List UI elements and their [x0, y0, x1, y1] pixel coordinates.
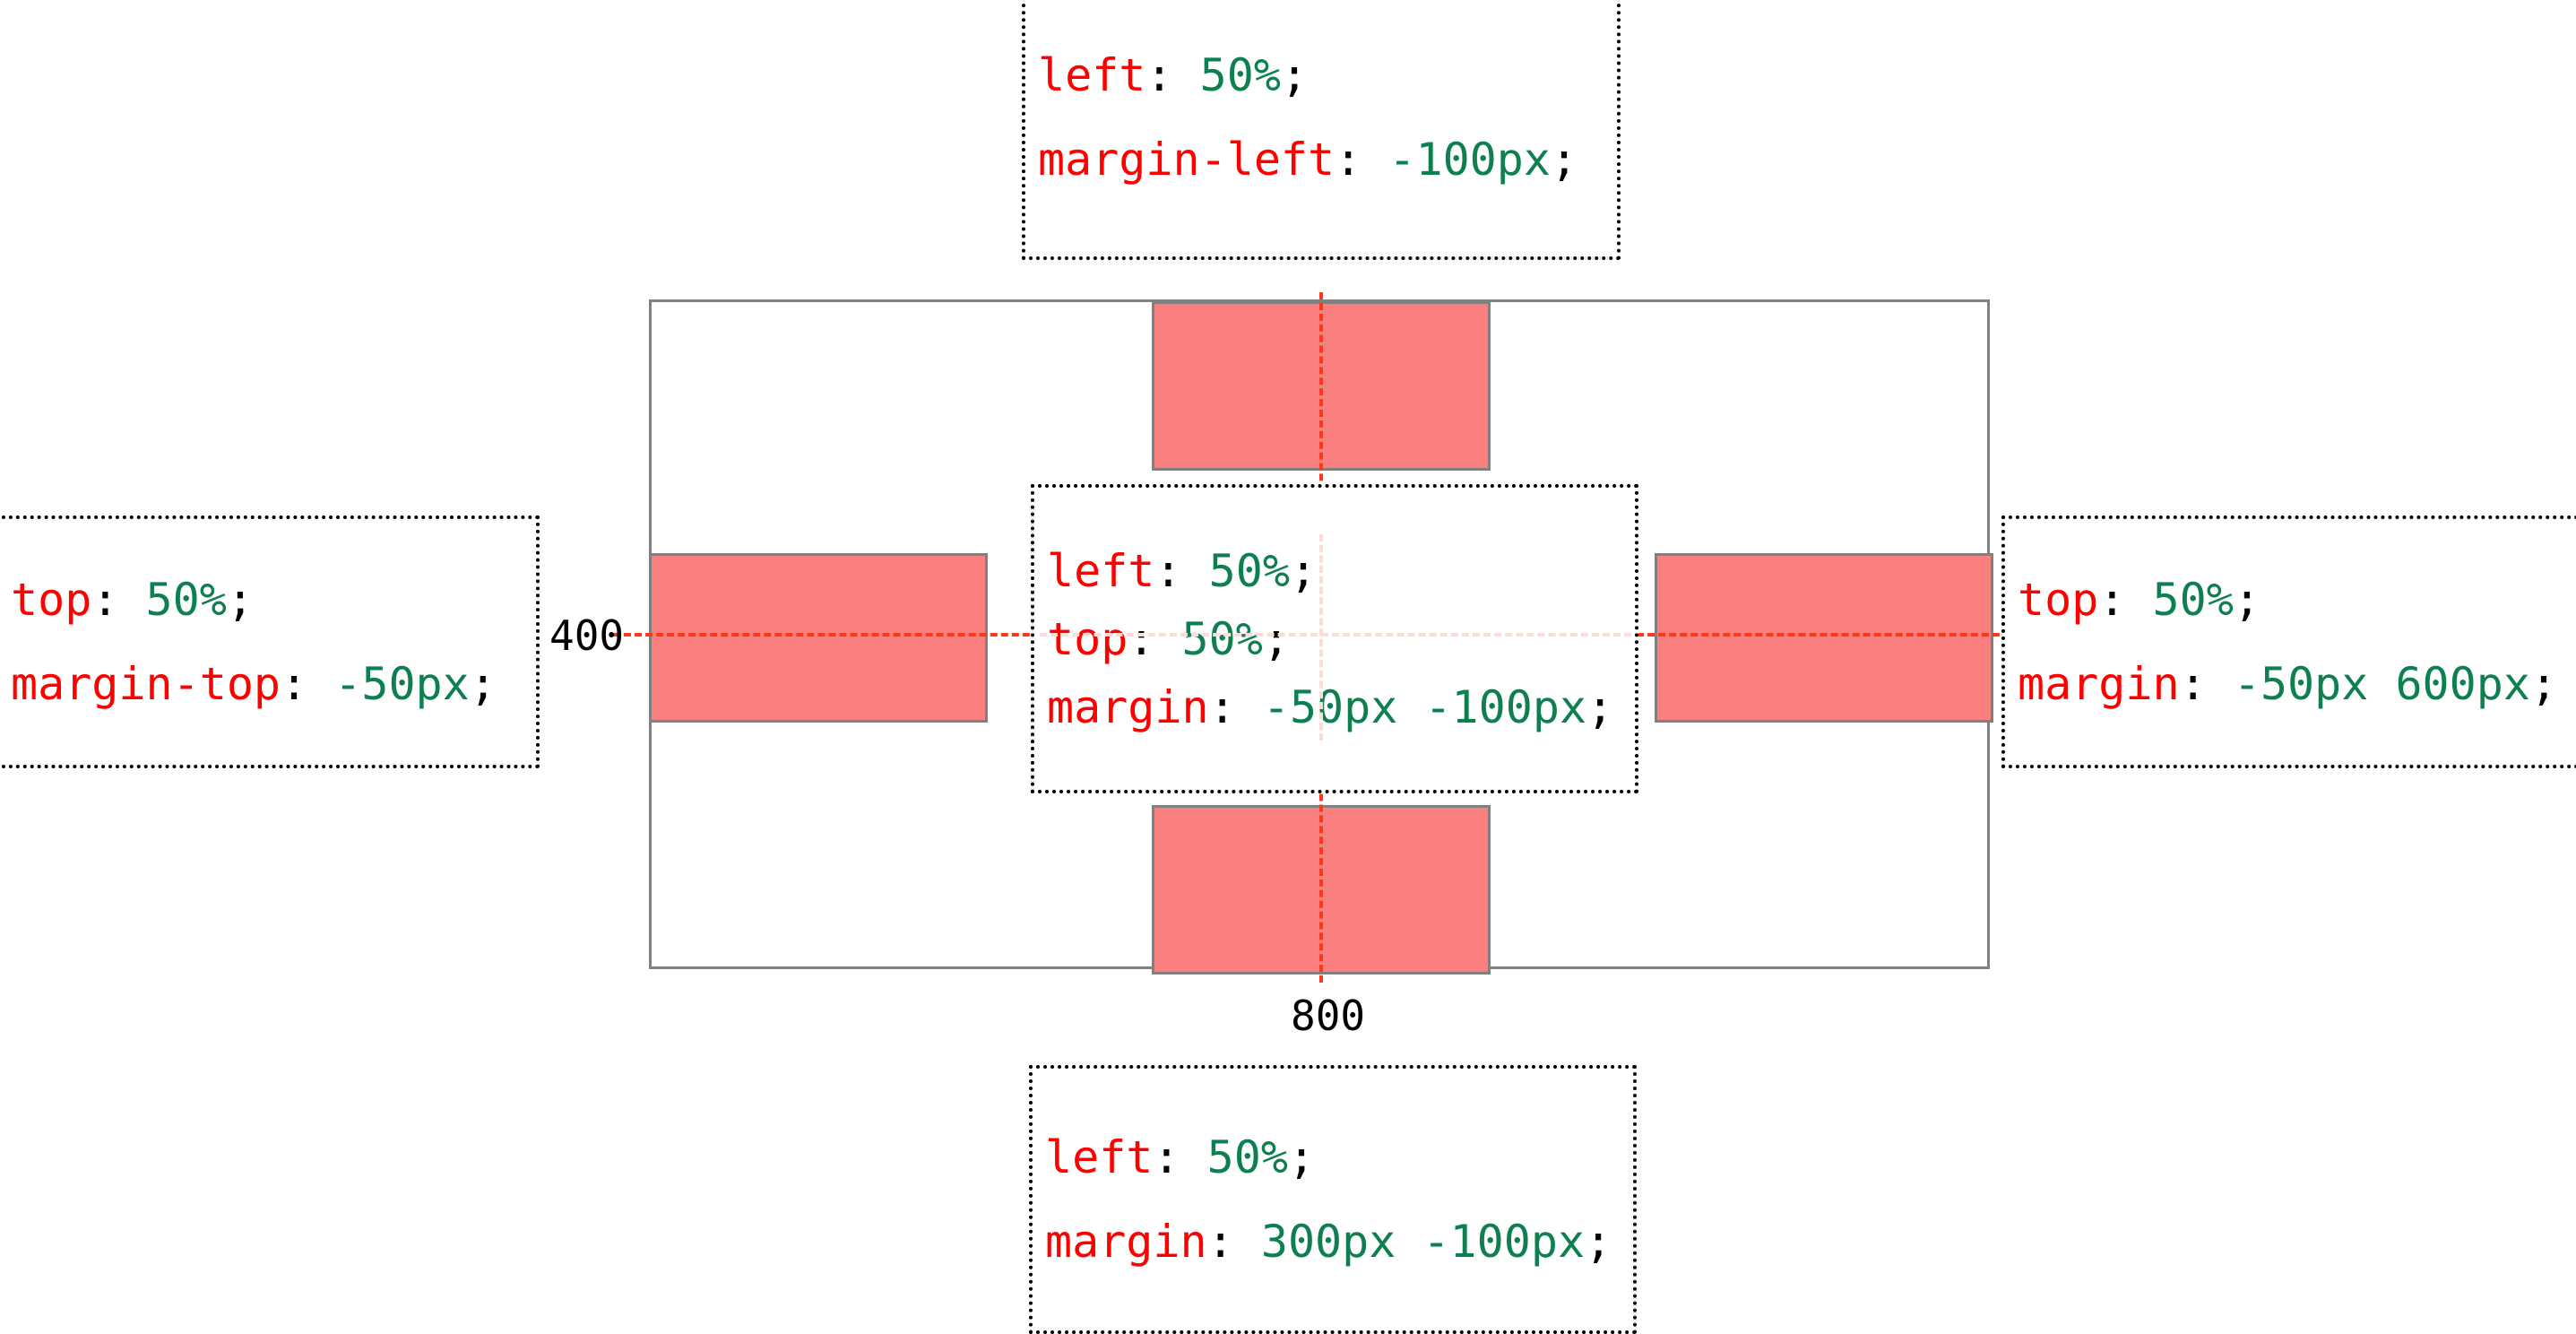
css-property: margin-left [1038, 134, 1336, 186]
css-semicolon: ; [469, 658, 497, 710]
css-value: 300px -100px [1260, 1216, 1586, 1268]
css-property: left [1045, 1131, 1154, 1183]
container-width-label: 800 [1291, 992, 1366, 1040]
css-semicolon: ; [2233, 574, 2260, 626]
css-value: 50% [1199, 49, 1281, 101]
css-property: margin-top [11, 658, 281, 710]
css-colon: : [2179, 658, 2207, 710]
css-colon: : [91, 574, 119, 626]
css-value: -50px -100px [1262, 680, 1587, 733]
red-box-right [1655, 553, 1993, 723]
code-line: top: 50%; [11, 577, 523, 622]
css-semicolon: ; [1586, 680, 1614, 733]
css-property: margin [2018, 658, 2180, 710]
code-line: top: 50%; [1047, 617, 1622, 662]
css-property: top [11, 574, 92, 626]
css-colon: : [1154, 544, 1182, 597]
css-colon: : [1208, 680, 1236, 733]
css-property: left [1038, 49, 1146, 101]
css-colon: : [1128, 612, 1155, 665]
css-property: top [1047, 612, 1128, 665]
code-line: top: 50%; [2018, 577, 2576, 622]
container-height-label: 400 [549, 611, 625, 660]
css-colon: : [1153, 1131, 1180, 1183]
css-property: margin [1047, 680, 1209, 733]
code-line: margin: -50px 600px; [2018, 662, 2576, 706]
right-offset-note: top: 50%; margin: -50px 600px; [2001, 515, 2576, 768]
full-centering-note: left: 50%; top: 50%; margin: -50px -100p… [1031, 484, 1638, 793]
css-colon: : [1145, 49, 1173, 101]
css-semicolon: ; [1280, 49, 1309, 101]
css-semicolon: ; [1289, 544, 1318, 597]
css-semicolon: ; [1585, 1216, 1612, 1268]
code-line: left: 50%; [1045, 1135, 1621, 1180]
code-line: left: 50%; [1038, 53, 1604, 98]
vertical-center-guide-line-faint [1319, 534, 1323, 741]
horizontal-centering-note: left: 50%; margin-left: -100px; [1022, 0, 1621, 260]
css-value: -50px 600px [2233, 658, 2530, 710]
css-colon: : [1335, 134, 1362, 186]
red-box-left [649, 553, 988, 723]
css-semicolon: ; [226, 574, 254, 626]
css-property: left [1047, 544, 1155, 597]
code-line: margin-left: -100px; [1038, 137, 1604, 182]
css-value: 50% [1208, 544, 1290, 597]
vertical-centering-note: top: 50%; margin-top: -50px; [0, 515, 540, 768]
css-property: margin [1045, 1216, 1207, 1268]
css-semicolon: ; [1550, 134, 1578, 186]
code-line: margin: 300px -100px; [1045, 1219, 1621, 1264]
css-colon: : [281, 658, 308, 710]
css-value: -50px [334, 658, 470, 710]
css-colon: : [2098, 574, 2126, 626]
css-semicolon: ; [1262, 612, 1290, 665]
css-colon: : [1206, 1216, 1234, 1268]
code-line: margin-top: -50px; [11, 662, 523, 706]
horizontal-center-guide-line-faint [1040, 633, 1631, 637]
css-value: 50% [1181, 612, 1263, 665]
css-property: top [2018, 574, 2099, 626]
css-value: -100px [1388, 134, 1551, 186]
css-semicolon: ; [2529, 658, 2558, 710]
css-semicolon: ; [1287, 1131, 1316, 1183]
code-line: margin: -50px -100px; [1047, 685, 1622, 730]
css-value: 50% [145, 574, 227, 626]
css-value: 50% [2152, 574, 2234, 626]
bottom-offset-note: left: 50%; margin: 300px -100px; [1029, 1065, 1637, 1334]
css-value: 50% [1206, 1131, 1288, 1183]
code-line: left: 50%; [1047, 549, 1622, 593]
